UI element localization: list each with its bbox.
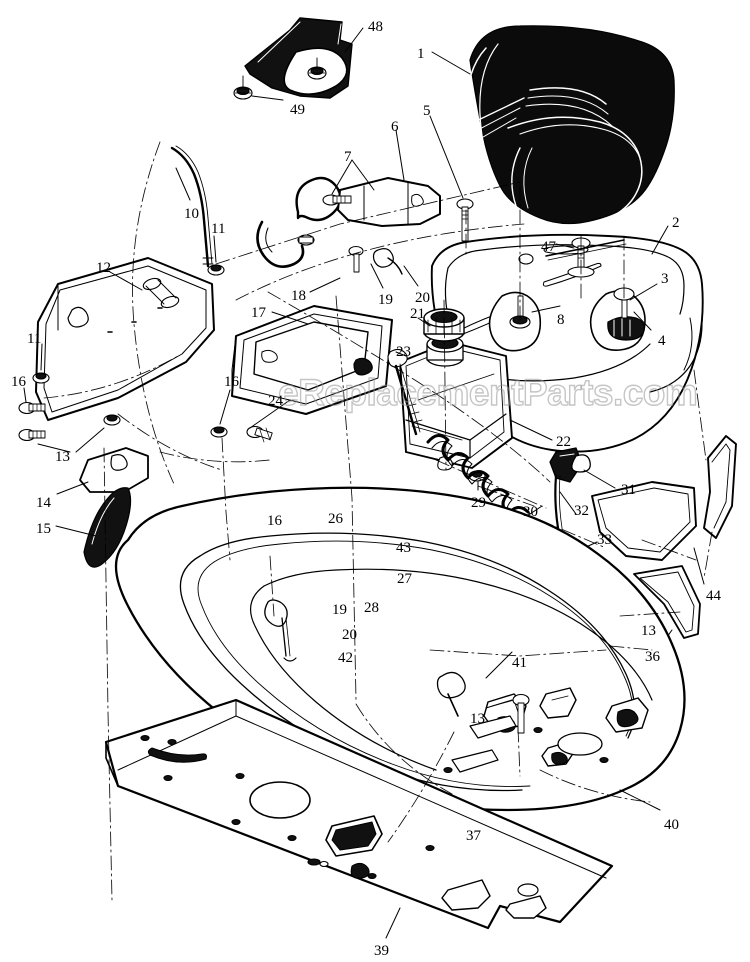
callout-21: 21 xyxy=(410,306,425,322)
callout-13: 13 xyxy=(55,449,70,465)
callout-12: 12 xyxy=(96,260,111,276)
callout-13: 13 xyxy=(470,711,485,727)
part-12-left-side-panel xyxy=(18,257,215,453)
callout-17: 17 xyxy=(251,305,266,321)
hardware-18-19-20 xyxy=(256,220,419,293)
callout-16: 16 xyxy=(267,513,282,529)
callout-22: 22 xyxy=(556,434,571,450)
callout-3: 3 xyxy=(661,271,669,287)
callout-7: 7 xyxy=(344,149,352,165)
callout-23: 23 xyxy=(396,344,411,360)
callout-42: 42 xyxy=(338,650,353,666)
callout-11: 11 xyxy=(211,221,226,237)
callout-24: 24 xyxy=(268,393,283,409)
callout-14: 14 xyxy=(36,495,51,511)
part-22-fuel-tank xyxy=(387,308,553,491)
callout-1: 1 xyxy=(417,46,425,62)
part-48-seat-pivot-bracket xyxy=(233,17,364,101)
callout-33: 33 xyxy=(597,532,612,548)
callout-36: 36 xyxy=(645,649,660,665)
callout-18: 18 xyxy=(291,288,306,304)
part-1-seat xyxy=(431,25,675,235)
callout-32: 32 xyxy=(574,503,589,519)
callout-19: 19 xyxy=(378,292,393,308)
callout-26: 26 xyxy=(328,511,343,527)
callout-16: 16 xyxy=(224,374,239,390)
callout-39: 39 xyxy=(374,943,389,959)
callout-6: 6 xyxy=(391,119,399,135)
part-39-chassis-frame xyxy=(104,698,614,939)
callout-29: 29 xyxy=(471,495,486,511)
callout-43: 43 xyxy=(396,540,411,556)
callout-31: 31 xyxy=(621,482,636,498)
callout-40: 40 xyxy=(664,817,679,833)
hardware-13-14-15 xyxy=(55,414,149,568)
callout-19: 19 xyxy=(332,602,347,618)
callout-20: 20 xyxy=(415,290,430,306)
callout-8: 8 xyxy=(557,312,565,328)
part-10-control-rod xyxy=(170,145,225,276)
callout-28: 28 xyxy=(364,600,379,616)
callout-13: 13 xyxy=(641,623,656,639)
callout-11: 11 xyxy=(27,331,42,347)
callout-48: 48 xyxy=(368,19,383,35)
callout-44: 44 xyxy=(706,588,721,604)
callout-41: 41 xyxy=(512,655,527,671)
parts-44-36-trim xyxy=(591,435,737,659)
callout-4: 4 xyxy=(658,333,666,349)
callout-5: 5 xyxy=(423,103,431,119)
callout-37: 37 xyxy=(466,828,481,844)
callout-15: 15 xyxy=(36,521,51,537)
part-6-seat-bracket xyxy=(295,115,474,246)
callout-16: 16 xyxy=(11,374,26,390)
callout-10: 10 xyxy=(184,206,199,222)
callout-27: 27 xyxy=(397,571,412,587)
callout-47: 47 xyxy=(541,239,556,255)
callout-20: 20 xyxy=(342,627,357,643)
callout-49: 49 xyxy=(290,102,305,118)
callout-30: 30 xyxy=(523,504,538,520)
callout-2: 2 xyxy=(672,215,680,231)
